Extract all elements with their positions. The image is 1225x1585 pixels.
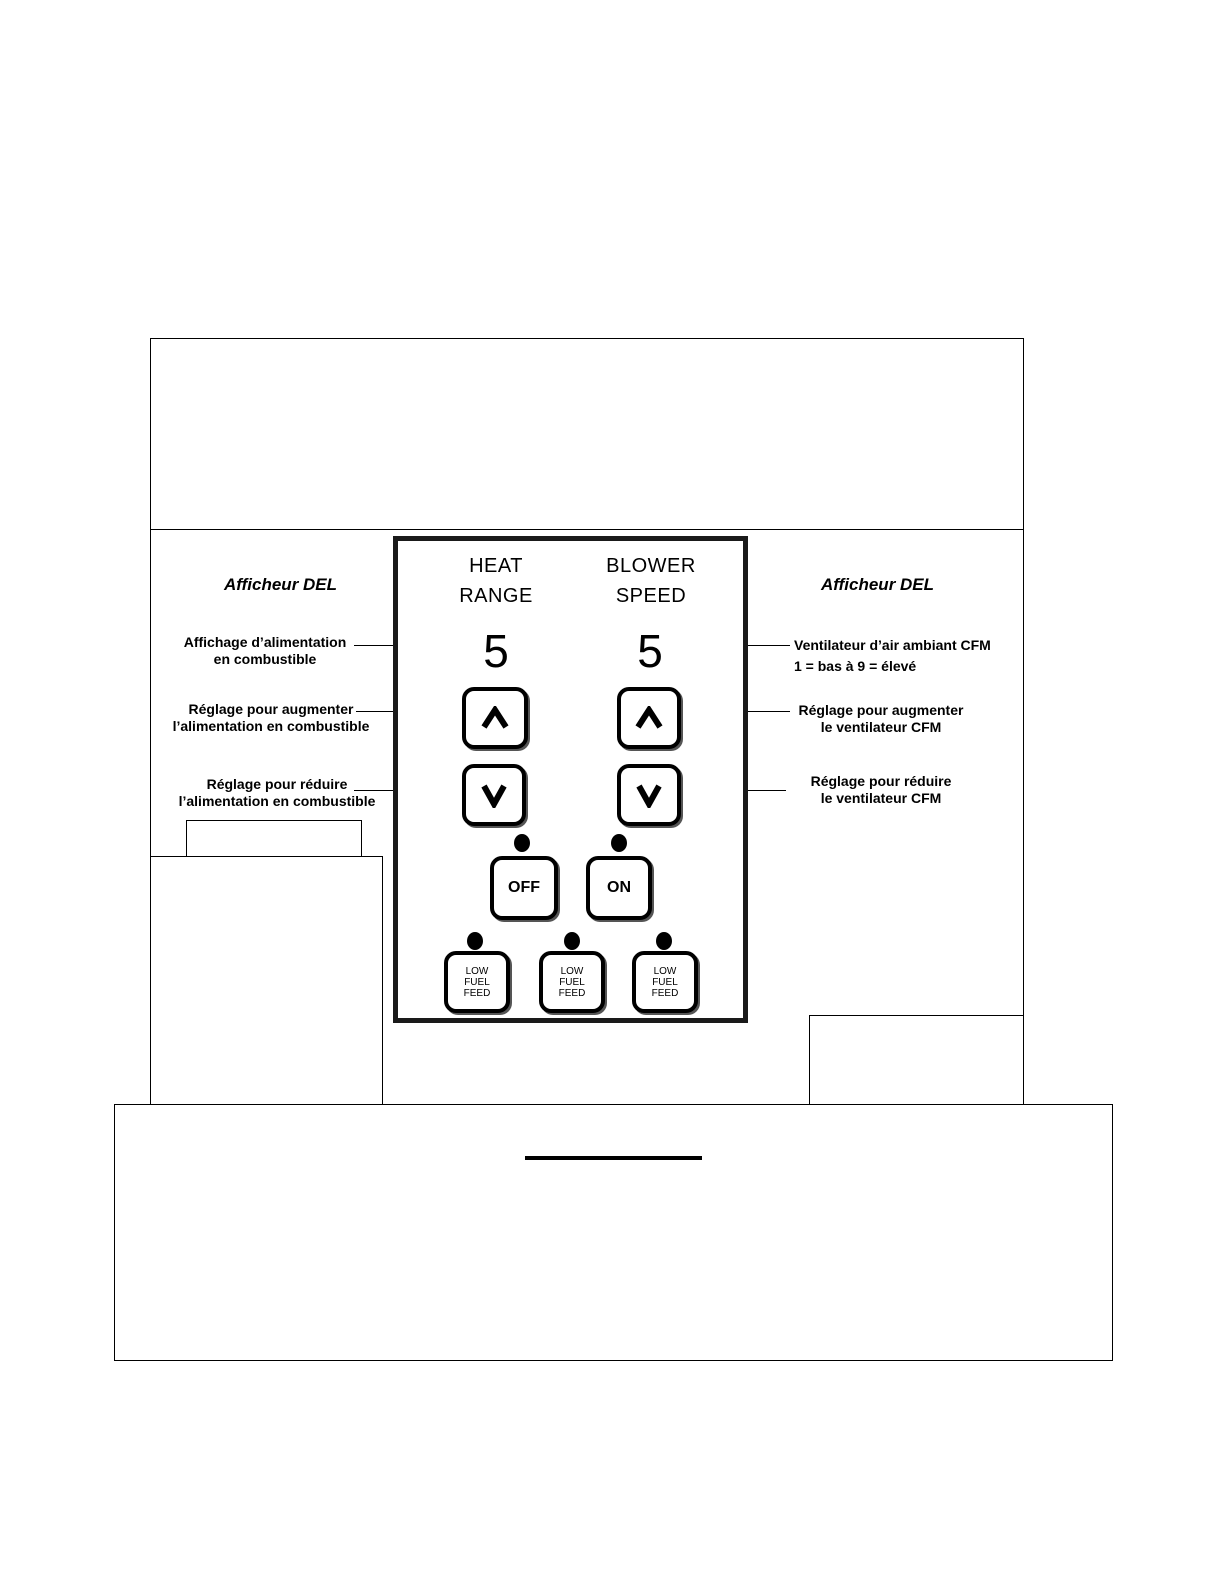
off-button-label: OFF [508, 879, 540, 896]
off-indicator-led [514, 834, 530, 852]
label-fuel-display: Affichage d’alimentation en combustible [183, 634, 347, 667]
label-fan-increase: Réglage pour augmenter le ventilateur CF… [798, 702, 964, 735]
label-fuel-increase: Réglage pour augmenter l’alimentation en… [172, 701, 370, 734]
bottom-frame-box [114, 1104, 1113, 1361]
off-button[interactable]: OFF [490, 856, 558, 920]
low-fuel-indicator-led-3 [656, 932, 672, 950]
right-inner-box [809, 1015, 1024, 1106]
heat-up-button[interactable] [462, 687, 528, 749]
chevron-up-icon [481, 706, 509, 729]
bottom-heading-rule [525, 1156, 702, 1160]
chevron-down-icon [481, 784, 507, 808]
blower-speed-heading: BLOWER SPEED [606, 555, 696, 607]
top-frame-box [150, 338, 1024, 530]
heat-range-heading: HEAT RANGE [459, 555, 533, 607]
label-fan-decrease: Réglage pour réduire le ventilateur CFM [810, 773, 952, 806]
left-inner-box [150, 856, 383, 1106]
label-fan-display: Ventilateur d’air ambiant CFM 1 = bas à … [794, 637, 991, 674]
on-button-label: ON [607, 879, 631, 896]
main-frame-left-edge [150, 530, 151, 1105]
on-button[interactable]: ON [586, 856, 652, 920]
left-led-display-title: Afficheur DEL [224, 575, 338, 594]
label-fuel-decrease: Réglage pour réduire l’alimentation en c… [178, 776, 376, 809]
main-frame-right-edge [1023, 530, 1024, 1105]
chevron-up-icon [635, 706, 663, 729]
low-fuel-indicator-led-1 [467, 932, 483, 950]
low-fuel-indicator-led-2 [564, 932, 580, 950]
on-indicator-led [611, 834, 627, 852]
heat-range-readout: 5 [483, 625, 509, 677]
blower-up-button[interactable] [617, 687, 681, 749]
blower-speed-readout: 5 [637, 625, 663, 677]
heat-down-button[interactable] [462, 764, 526, 826]
chevron-down-icon [636, 784, 662, 808]
blower-down-button[interactable] [617, 764, 681, 826]
right-led-display-title: Afficheur DEL [821, 575, 935, 594]
small-label-box [186, 820, 362, 857]
